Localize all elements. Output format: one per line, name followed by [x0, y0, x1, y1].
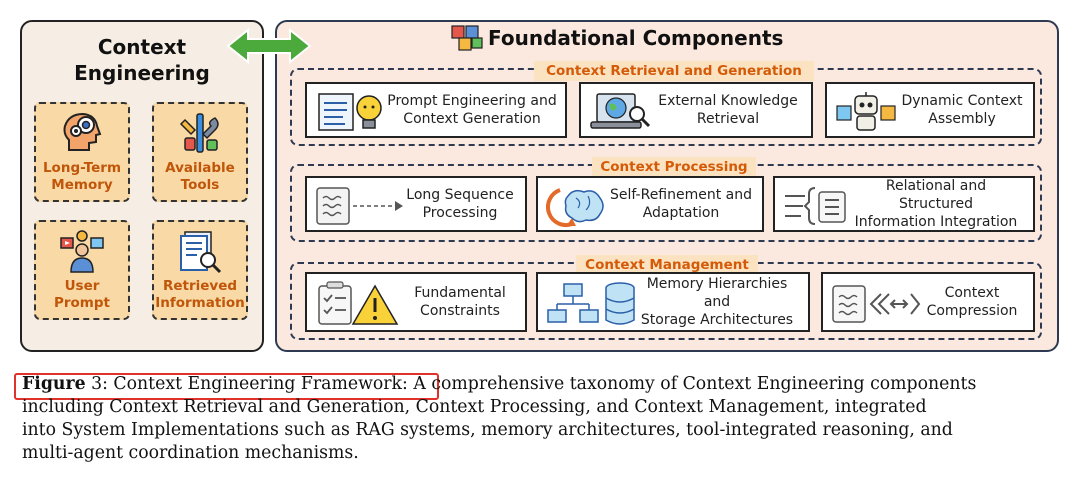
- caption-line-3: into System Implementations such as RAG …: [22, 420, 953, 440]
- self-refinement-label: Self-Refinement and Adaptation: [609, 187, 753, 221]
- available-tools-card: Available Tools: [152, 102, 248, 202]
- context-engineering-title: Context Engineering: [74, 35, 210, 85]
- user-prompt-card: User Prompt: [34, 220, 130, 320]
- long-sequence-card: Long Sequence Processing: [305, 176, 527, 232]
- figure-title: Context Engineering Framework:: [113, 374, 408, 394]
- caption-line-2: including Context Retrieval and Generati…: [22, 397, 927, 417]
- context-processing-label: Context Processing: [592, 157, 756, 177]
- self-refinement-card: Self-Refinement and Adaptation: [536, 176, 764, 232]
- robot-puzzle-icon: [836, 92, 896, 131]
- relational-structured-label: Relational and Structured Information In…: [854, 178, 1018, 230]
- retrieved-information-label: Retrieved Information: [155, 278, 245, 311]
- external-knowledge-label: External Knowledge Retrieval: [658, 93, 798, 127]
- available-tools-label: Available Tools: [165, 160, 235, 193]
- context-retrieval-generation-label: Context Retrieval and Generation: [534, 61, 814, 81]
- tools-icon: [179, 113, 219, 153]
- structured-list-icon: [785, 187, 846, 225]
- memory-hierarchies-label: Memory Hierarchies and Storage Architect…: [640, 276, 794, 328]
- hierarchy-database-icon: [547, 282, 635, 325]
- figure-caption: Figure 3: Context Engineering Framework:…: [22, 373, 1062, 465]
- prompt-engineering-card: Prompt Engineering and Context Generatio…: [305, 82, 567, 138]
- context-engineering-panel: Context Engineering Long-Term Memory Ava…: [20, 20, 264, 352]
- head-gears-icon: [63, 112, 102, 151]
- caption-highlight-box: [14, 373, 439, 400]
- double-arrow-icon: [226, 27, 312, 65]
- fundamental-constraints-label: Fundamental Constraints: [414, 285, 506, 319]
- puzzle-pieces-icon: [451, 25, 483, 51]
- fundamental-constraints-card: Fundamental Constraints: [305, 272, 527, 332]
- context-compression-label: Context Compression: [926, 285, 1018, 319]
- laptop-globe-search-icon: [590, 93, 651, 129]
- dynamic-context-card: Dynamic Context Assembly: [825, 82, 1035, 138]
- dynamic-context-label: Dynamic Context Assembly: [901, 93, 1023, 127]
- context-management-label: Context Management: [576, 255, 758, 275]
- relational-structured-card: Relational and Structured Information In…: [773, 176, 1035, 232]
- compress-icon: [832, 285, 921, 323]
- lightbulb-document-icon: [318, 93, 382, 131]
- user-prompt-icon: [60, 230, 104, 273]
- caption-line-4: multi-agent coordination mechanisms.: [22, 443, 359, 463]
- figure-label: Figure: [22, 374, 86, 394]
- long-term-memory-card: Long-Term Memory: [34, 102, 130, 202]
- checklist-warning-icon: [318, 281, 399, 325]
- retrieved-information-card: Retrieved Information: [152, 220, 248, 320]
- caption-text-1: A comprehensive taxonomy of Context Engi…: [413, 374, 977, 394]
- memory-hierarchies-card: Memory Hierarchies and Storage Architect…: [536, 272, 810, 332]
- user-prompt-label: User Prompt: [53, 278, 110, 311]
- foundational-components-title: Foundational Components: [488, 26, 784, 50]
- figure-number: 3:: [91, 374, 108, 394]
- long-term-memory-label: Long-Term Memory: [42, 160, 122, 193]
- prompt-engineering-label: Prompt Engineering and Context Generatio…: [387, 93, 557, 127]
- external-knowledge-card: External Knowledge Retrieval: [579, 82, 813, 138]
- long-sequence-label: Long Sequence Processing: [406, 187, 514, 221]
- document-search-icon: [180, 231, 222, 274]
- context-compression-card: Context Compression: [821, 272, 1035, 332]
- caption-line-1: Figure 3: Context Engineering Framework:…: [22, 373, 1062, 396]
- wave-document-arrow-icon: [316, 187, 403, 225]
- brain-refresh-icon: [546, 188, 604, 228]
